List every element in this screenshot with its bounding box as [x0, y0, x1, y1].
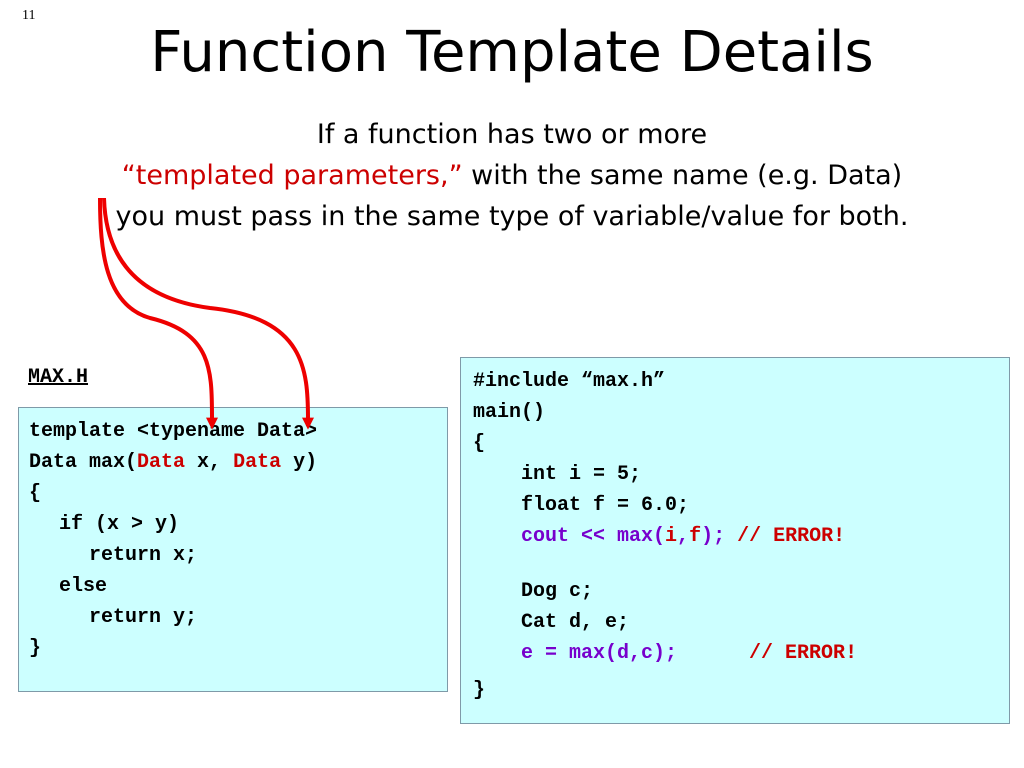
code-token: x,	[185, 451, 234, 474]
code-line: float f = 6.0;	[521, 494, 690, 517]
slide-number: 11	[22, 8, 36, 23]
code-line: Dog c;	[521, 580, 594, 603]
param-type-y: Data	[233, 451, 282, 474]
subtitle-line-3: you must pass in the same type of variab…	[115, 201, 909, 232]
code-line: return x;	[89, 544, 198, 567]
code-token: y)	[281, 451, 318, 474]
code-token: Data max(	[29, 451, 138, 474]
code-line: #include “max.h”	[473, 370, 666, 393]
code-line: int i = 5;	[521, 463, 642, 486]
code-line-signature: Data max(Data x, Data y)	[29, 447, 447, 478]
main-code-box: #include “max.h” main() { int i = 5; flo…	[460, 357, 1010, 724]
slide-subtitle: If a function has two or more “templated…	[0, 114, 1024, 237]
max-h-file-label: MAX.H	[28, 366, 89, 389]
arrow-to-second-data-param	[102, 197, 314, 430]
error-comment: // ERROR!	[737, 525, 846, 548]
code-token: );	[701, 525, 738, 548]
code-line-cout-error: cout << max(i,f); // ERROR!	[473, 521, 1009, 552]
arg-f: f	[689, 525, 702, 548]
slide-title: Function Template Details	[150, 20, 874, 85]
error-comment: // ERROR!	[749, 642, 858, 665]
subtitle-line-2-rest: with the same name (e.g. Data)	[462, 160, 903, 191]
subtitle-line-2: “templated parameters,” with the same na…	[0, 155, 1024, 196]
code-line: }	[29, 637, 42, 660]
templated-parameters-phrase: “templated parameters,”	[121, 160, 463, 191]
code-token: e = max(d,c);	[521, 642, 750, 665]
param-type-x: Data	[137, 451, 186, 474]
code-line-max-error: e = max(d,c); // ERROR!	[473, 638, 1009, 669]
code-line: if (x > y)	[59, 513, 180, 536]
code-line: {	[473, 432, 486, 455]
arrow-to-first-data-param	[98, 197, 218, 430]
code-line: Cat d, e;	[521, 611, 630, 634]
code-line: else	[59, 575, 108, 598]
code-line: main()	[473, 401, 546, 424]
code-line: }	[473, 679, 486, 702]
code-line: {	[29, 482, 42, 505]
code-line: return y;	[89, 606, 198, 629]
arg-i: i	[665, 525, 678, 548]
subtitle-line-1: If a function has two or more	[316, 119, 708, 150]
code-token: ,	[677, 525, 690, 548]
code-token: cout << max(	[521, 525, 666, 548]
max-h-code-box: template <typename Data> Data max(Data x…	[18, 407, 448, 692]
